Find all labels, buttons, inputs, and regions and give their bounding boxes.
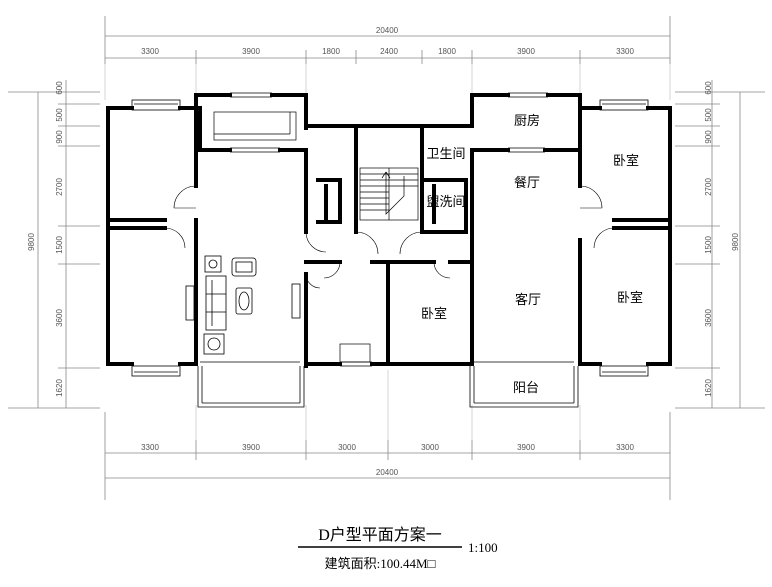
left-dim-5: 1500	[55, 236, 64, 254]
right-total-dimension: 9800	[731, 233, 740, 251]
plan-area: 建筑面积:100.44M□	[325, 556, 436, 571]
bottom-dim-4: 3000	[421, 443, 439, 452]
right-dim-6: 3600	[704, 309, 713, 327]
left-dim-3: 900	[55, 130, 64, 144]
room-label-bedroom-right-top: 卧室	[613, 153, 639, 169]
walls	[106, 93, 672, 368]
right-dimension-lines	[675, 80, 765, 409]
left-dim-1: 600	[55, 81, 64, 95]
bottom-segment-labels: 3300 3900 3000 3000 3900 3300	[141, 443, 634, 452]
top-dim-1: 3300	[141, 47, 159, 56]
sofa-icon	[205, 275, 227, 331]
side-table-icon	[203, 333, 225, 355]
room-label-bedroom-right-bottom: 卧室	[617, 290, 643, 306]
bottom-dimension-lines	[104, 412, 671, 500]
armchair-icon	[204, 255, 222, 273]
balconies	[197, 366, 579, 408]
right-dim-4: 2700	[704, 178, 713, 196]
right-dim-2: 500	[704, 108, 713, 122]
door-swings	[164, 185, 615, 289]
bottom-dim-5: 3900	[517, 443, 535, 452]
tv-cabinet-icon	[185, 285, 195, 321]
top-total-dimension: 20400	[376, 26, 399, 35]
top-segment-labels: 3300 3900 1800 2400 1800 3900 3300	[141, 47, 634, 56]
bay-windows	[131, 99, 649, 377]
room-label-bathroom: 卫生间	[426, 147, 465, 162]
staircase	[359, 167, 419, 221]
room-label-bedroom-middle: 卧室	[421, 306, 447, 322]
plan-title: D户型平面方案一	[318, 526, 442, 544]
top-dim-2: 3900	[242, 47, 260, 56]
room-label-balcony: 阳台	[513, 381, 539, 396]
bottom-dim-6: 3300	[616, 443, 634, 452]
furniture	[185, 255, 301, 355]
right-dim-3: 900	[704, 130, 713, 144]
wardrobe-icon	[291, 283, 301, 319]
room-label-living: 客厅	[515, 292, 541, 308]
top-dim-6: 3900	[517, 47, 535, 56]
right-segment-labels: 600 500 900 2700 1500 3600 1620 9800	[704, 81, 740, 397]
left-dim-4: 2700	[55, 178, 64, 196]
room-label-laundry: 盥洗间	[426, 195, 465, 210]
left-dim-6: 3600	[55, 309, 64, 327]
top-dim-5: 1800	[438, 47, 456, 56]
bottom-dim-1: 3300	[141, 443, 159, 452]
bottom-dim-2: 3900	[242, 443, 260, 452]
left-dimension-lines	[8, 80, 100, 409]
top-dim-4: 2400	[380, 47, 398, 56]
right-dim-7: 1620	[704, 379, 713, 397]
plan-caption: D户型平面方案一 1:100 建筑面积:100.44M□	[298, 526, 498, 571]
plan-scale: 1:100	[468, 540, 498, 555]
window-lines	[200, 92, 574, 367]
room-labels: 厨房 卫生间 盥洗间 餐厅 卧室 卧室 卧室 客厅 阳台	[421, 113, 643, 396]
left-segment-labels: 600 500 900 2700 1500 3600 1620 9800	[27, 81, 64, 397]
top-dimension-lines	[104, 16, 671, 64]
top-dim-7: 3300	[616, 47, 634, 56]
bottom-dim-3: 3000	[338, 443, 356, 452]
bottom-total-dimension: 20400	[376, 468, 399, 477]
axis-grid-lines	[104, 64, 671, 440]
room-label-kitchen: 厨房	[514, 113, 540, 129]
coffee-table-icon	[235, 287, 253, 315]
right-dim-1: 600	[704, 81, 713, 95]
left-total-dimension: 9800	[27, 233, 36, 251]
right-dim-5: 1500	[704, 236, 713, 254]
room-label-dining: 餐厅	[514, 175, 540, 191]
armchair-icon	[231, 257, 257, 277]
left-dim-2: 500	[55, 108, 64, 122]
top-dim-3: 1800	[322, 47, 340, 56]
left-dim-7: 1620	[55, 379, 64, 397]
